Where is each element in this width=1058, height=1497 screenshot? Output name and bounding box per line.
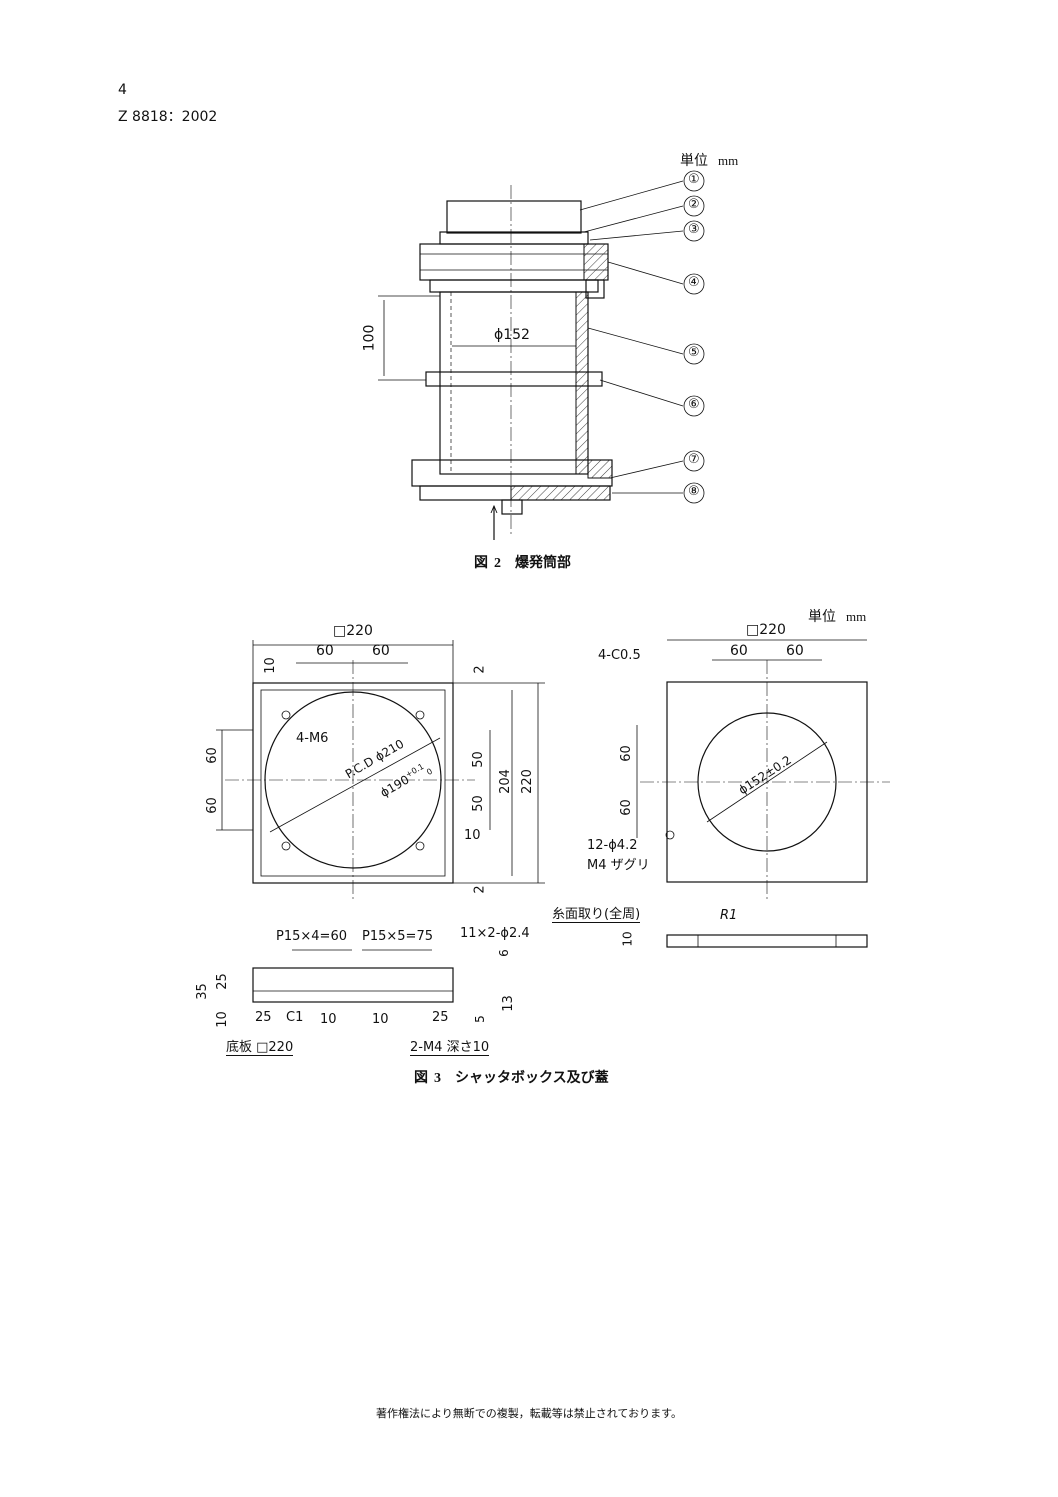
side-c1: C1 [286,1010,304,1025]
fig2-callout-8: ⑧ [688,484,700,499]
box-dim-10: 10 [262,657,278,674]
box-dim-60-left-1: 60 [204,747,220,764]
side-dim-6: 6 [496,949,511,957]
fig2-caption-number: 2 [494,556,501,571]
box-dim-220: 220 [519,769,535,794]
side-dim-5: 5 [472,1015,487,1023]
side-bottom-plate: 底板 □220 [226,1036,294,1056]
box-dim-50a: 50 [470,751,486,768]
box-dim-204: 204 [497,769,513,794]
side-dim-25v: 25 [214,973,230,990]
fig2-callout-5: ⑤ [688,345,700,360]
lid-dim-60-left-2: 60 [618,799,634,816]
side-pitch-2: P15×5=75 [362,929,433,944]
fig3-box-drawing [216,640,545,900]
fig3-unit-label: 単位 [808,609,836,625]
fig2-callout-1: ① [688,172,700,187]
fig2-callout-7: ⑦ [688,452,700,467]
fig2-callout-4: ④ [688,275,700,290]
fig3-lid-drawing [636,639,890,900]
lid-side-edge-note: 糸面取り(全周) [552,903,641,923]
box-m6: 4-M6 [296,731,329,746]
fig2-caption-title: 爆発筒部 [515,555,571,571]
box-dim-10-right: 10 [464,828,481,843]
copyright-notice: 著作権法により無断での複製，転載等は禁止されております。 [375,1407,683,1420]
side-dim-10b: 10 [372,1012,389,1027]
fig3-caption-number: 3 [434,1071,441,1086]
fig2-callout-2: ② [688,197,700,212]
lid-dim-60a: 60 [730,643,748,659]
standard-code: Z 8818：2002 [118,109,218,125]
fig2-dim-diameter: ϕ152 [494,327,530,343]
side-dim-13: 13 [500,995,516,1012]
fig2-unit: 単位 mm [680,150,738,170]
fig2-unit-value: mm [718,153,739,168]
lid-holes-line1: 12-ϕ4.2 [587,838,638,853]
side-dim-25b: 25 [432,1010,449,1025]
fig2-unit-label: 単位 [680,153,708,169]
lid-side-radius: R1 [720,908,738,923]
side-holes: 11×2-ϕ2.4 [460,926,530,941]
fig3-unit-value: mm [846,609,867,624]
side-m4: 2-M4 深さ10 [410,1036,490,1056]
lid-dim-width: □220 [746,622,786,638]
box-dim-60b: 60 [372,643,390,659]
lid-side-dim-10: 10 [620,931,635,947]
fig3-caption-prefix: 図 [414,1070,428,1086]
box-dim-2-top: 2 [472,665,488,674]
fig2-dim-height: 100 [361,324,378,352]
box-dim-width: □220 [333,623,373,639]
box-dim-60a: 60 [316,643,334,659]
lid-chamfer: 4-C0.5 [598,648,641,663]
fig3-side-drawing [252,949,454,1003]
fig2-drawing [378,170,705,540]
box-dim-2-bottom: 2 [472,885,488,894]
lid-holes-line2: M4 ザグリ [587,858,650,873]
lid-dim-60b: 60 [786,643,804,659]
box-dim-50b: 50 [470,795,486,812]
fig2-callout-3: ③ [688,222,700,237]
fig3-unit: 単位 mm [808,606,866,626]
fig3-caption-title: シャッタボックス及び蓋 [455,1070,609,1086]
side-dim-35: 35 [194,983,210,1000]
side-dim-25a: 25 [255,1010,272,1025]
side-pitch-1: P15×4=60 [276,929,347,944]
fig3-lid-side-drawing [666,934,868,948]
side-dim-10a: 10 [320,1012,337,1027]
fig2-caption-prefix: 図 [474,555,488,571]
box-dim-60-left-2: 60 [204,797,220,814]
lid-dim-60-left-1: 60 [618,745,634,762]
fig2-callout-6: ⑥ [688,397,700,412]
side-dim-10v: 10 [214,1011,230,1028]
page-number: 4 [118,82,127,98]
